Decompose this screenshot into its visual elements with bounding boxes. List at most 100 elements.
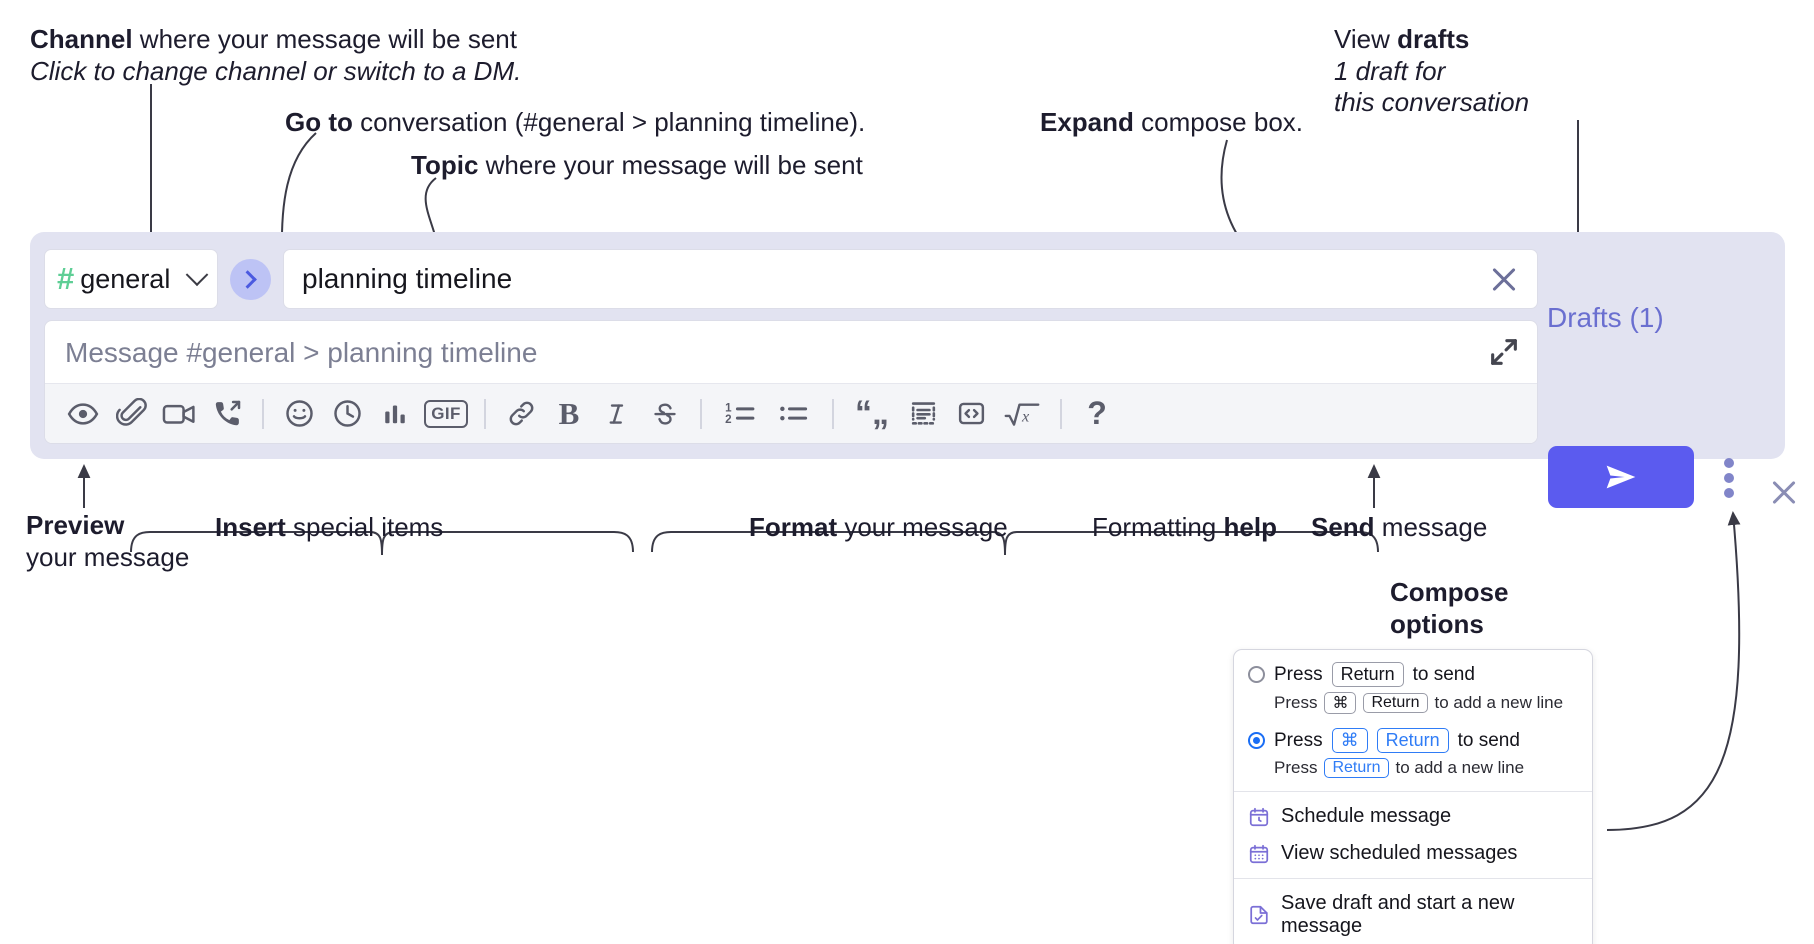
annotation-format-bold: Format <box>749 512 838 542</box>
annotation-topic-bold: Topic <box>411 150 479 180</box>
annotation-preview-bold: Preview <box>26 510 125 540</box>
radio-icon-selected[interactable] <box>1248 732 1265 749</box>
menu-item-save-draft[interactable]: Save draft and start a new message <box>1234 885 1592 944</box>
close-icon[interactable] <box>1767 476 1801 510</box>
annotation-expand: Expand compose box. <box>1040 107 1303 139</box>
radio-1-press: Press <box>1274 663 1323 685</box>
calendar-grid-icon <box>1248 843 1270 865</box>
square-root-x-icon[interactable]: x <box>995 391 1049 437</box>
annotation-goto: Go to conversation (#general > planning … <box>285 107 865 139</box>
document-check-icon <box>1248 904 1270 926</box>
annotation-help-bold: help <box>1223 512 1277 542</box>
chevron-down-icon <box>185 263 209 287</box>
preview-button[interactable] <box>59 391 107 437</box>
message-placeholder: Message #general > planning timeline <box>65 337 538 368</box>
channel-name-label: general <box>80 263 171 294</box>
radio-2-tail: to send <box>1457 729 1520 751</box>
hash-icon: # <box>57 260 75 296</box>
strikethrough-icon[interactable] <box>641 391 689 437</box>
vertical-dots-icon <box>1724 458 1734 468</box>
annotation-drafts-sub2: this conversation <box>1334 87 1530 118</box>
annotation-drafts-view: View <box>1334 24 1398 54</box>
paper-plane-icon <box>1606 465 1636 489</box>
annotation-expand-rest: compose box. <box>1133 107 1304 137</box>
compose-options-menu: Press Return to send Press ⌘ Return to a… <box>1233 649 1593 944</box>
radio-2-subtext: Press Return to add a new line <box>1234 754 1592 782</box>
menu-item-view-scheduled-messages[interactable]: View scheduled messages <box>1234 835 1592 872</box>
annotation-channel-sub: Click to change channel or switch to a D… <box>30 55 522 86</box>
toolbar-divider <box>700 398 702 429</box>
menu-divider <box>1234 878 1592 879</box>
radio-1-sub-press: Press <box>1274 693 1318 712</box>
annotation-help-rest: Formatting <box>1092 512 1224 542</box>
close-icon[interactable] <box>1487 262 1521 296</box>
annotation-topic: Topic where your message will be sent <box>411 150 863 182</box>
gif-icon[interactable]: GIF <box>419 391 473 437</box>
radio-option-cmd-return-to-send[interactable]: Press ⌘ Return to send <box>1234 727 1592 754</box>
compose-options-button[interactable] <box>1718 455 1740 501</box>
svg-text:x: x <box>1021 407 1030 425</box>
toolbar-divider <box>262 398 264 429</box>
help-label: ? <box>1087 395 1107 431</box>
annotation-format-rest: your message <box>837 512 1008 542</box>
menu-divider <box>1234 791 1592 792</box>
italic-icon[interactable] <box>593 391 641 437</box>
angle-brackets-icon[interactable] <box>947 391 995 437</box>
svg-text:2: 2 <box>725 413 731 426</box>
radio-icon[interactable] <box>1248 666 1265 683</box>
calendar-clock-icon <box>1248 806 1270 828</box>
annotation-topic-rest: where your message will be sent <box>478 150 863 180</box>
radio-2-press: Press <box>1274 729 1323 751</box>
annotation-send-rest: message <box>1374 512 1488 542</box>
channel-selector[interactable]: # general <box>44 249 218 309</box>
topic-value: planning timeline <box>302 263 513 294</box>
phone-arrow-icon[interactable] <box>203 391 251 437</box>
annotation-preview-rest: your message <box>26 541 190 572</box>
drafts-link[interactable]: Drafts (1) <box>1547 302 1664 333</box>
radio-option-return-to-send[interactable]: Press Return to send <box>1234 661 1592 688</box>
kbd-return: Return <box>1363 693 1428 713</box>
video-camera-icon[interactable] <box>155 391 203 437</box>
kbd-return: Return <box>1376 728 1449 753</box>
toolbar-divider <box>1060 398 1062 429</box>
vertical-dots-icon <box>1724 473 1734 483</box>
toolbar-divider <box>832 398 834 429</box>
question-mark-icon[interactable]: ? <box>1073 391 1121 437</box>
svg-text:1: 1 <box>725 402 732 415</box>
blockquote-glyph: “„ <box>855 393 889 432</box>
kbd-return: Return <box>1331 662 1404 687</box>
radio-1-sub-tail: to add a new line <box>1434 693 1564 712</box>
bulleted-list-icon[interactable] <box>767 391 821 437</box>
annotation-drafts-sub1: 1 draft for <box>1334 55 1446 86</box>
annotation-goto-rest: conversation (#general > planning timeli… <box>352 107 866 137</box>
link-icon[interactable] <box>497 391 545 437</box>
expand-icon[interactable] <box>1487 335 1521 369</box>
annotation-channel-rest: where your message will be sent <box>132 24 517 54</box>
annotation-channel: Channel where your message will be sent … <box>30 24 521 87</box>
bold-label: B <box>558 395 580 431</box>
toolbar-divider <box>484 398 486 429</box>
menu-item-schedule-message[interactable]: Schedule message <box>1234 798 1592 835</box>
annotation-send-bold: Send <box>1311 512 1375 542</box>
topic-input-field[interactable]: planning timeline <box>283 249 1538 309</box>
goto-conversation-button[interactable] <box>230 258 271 300</box>
bar-chart-icon[interactable] <box>371 391 419 437</box>
schedule-group: Schedule message View scheduled m <box>1234 792 1592 878</box>
send-button[interactable] <box>1548 446 1694 508</box>
annotation-insert-bold: Insert <box>215 512 286 542</box>
annotation-format: Format your message <box>749 512 1008 544</box>
code-block-icon[interactable] <box>899 391 947 437</box>
annotation-formatting-help: Formatting help <box>1092 512 1277 544</box>
bold-icon[interactable]: B <box>545 391 593 437</box>
paperclip-icon[interactable] <box>107 391 155 437</box>
message-input-area[interactable]: Message #general > planning timeline <box>44 320 1538 444</box>
menu-item-label: Schedule message <box>1281 805 1452 827</box>
radio-1-subtext: Press ⌘ Return to add a new line <box>1234 688 1592 718</box>
ordered-list-icon[interactable]: 1 2 <box>713 391 767 437</box>
blockquote-icon[interactable]: “„ <box>845 391 899 437</box>
menu-item-label: View scheduled messages <box>1281 842 1518 864</box>
smiley-icon[interactable] <box>275 391 323 437</box>
send-shortcut-options: Press Return to send Press ⌘ Return to a… <box>1234 650 1592 791</box>
clock-icon[interactable] <box>323 391 371 437</box>
